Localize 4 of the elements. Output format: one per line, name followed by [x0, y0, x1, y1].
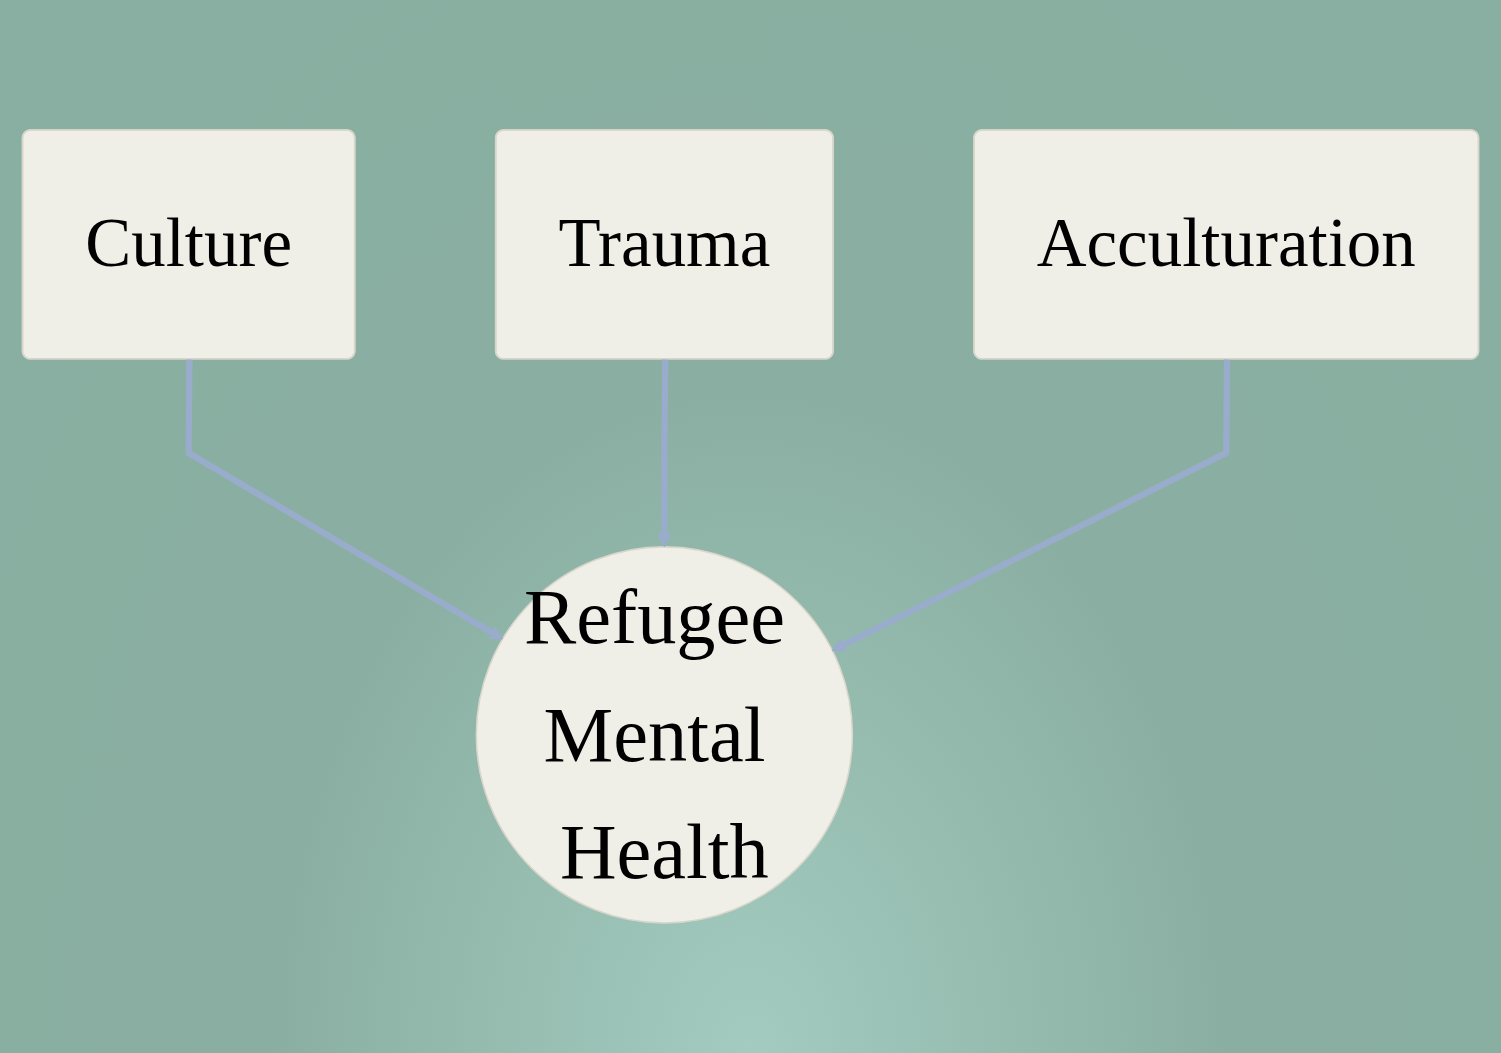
- node-circle: Refugee Mental Health: [475, 546, 854, 924]
- arrow: [831, 359, 1231, 652]
- arrow: [657, 359, 672, 548]
- arrow: [185, 359, 504, 640]
